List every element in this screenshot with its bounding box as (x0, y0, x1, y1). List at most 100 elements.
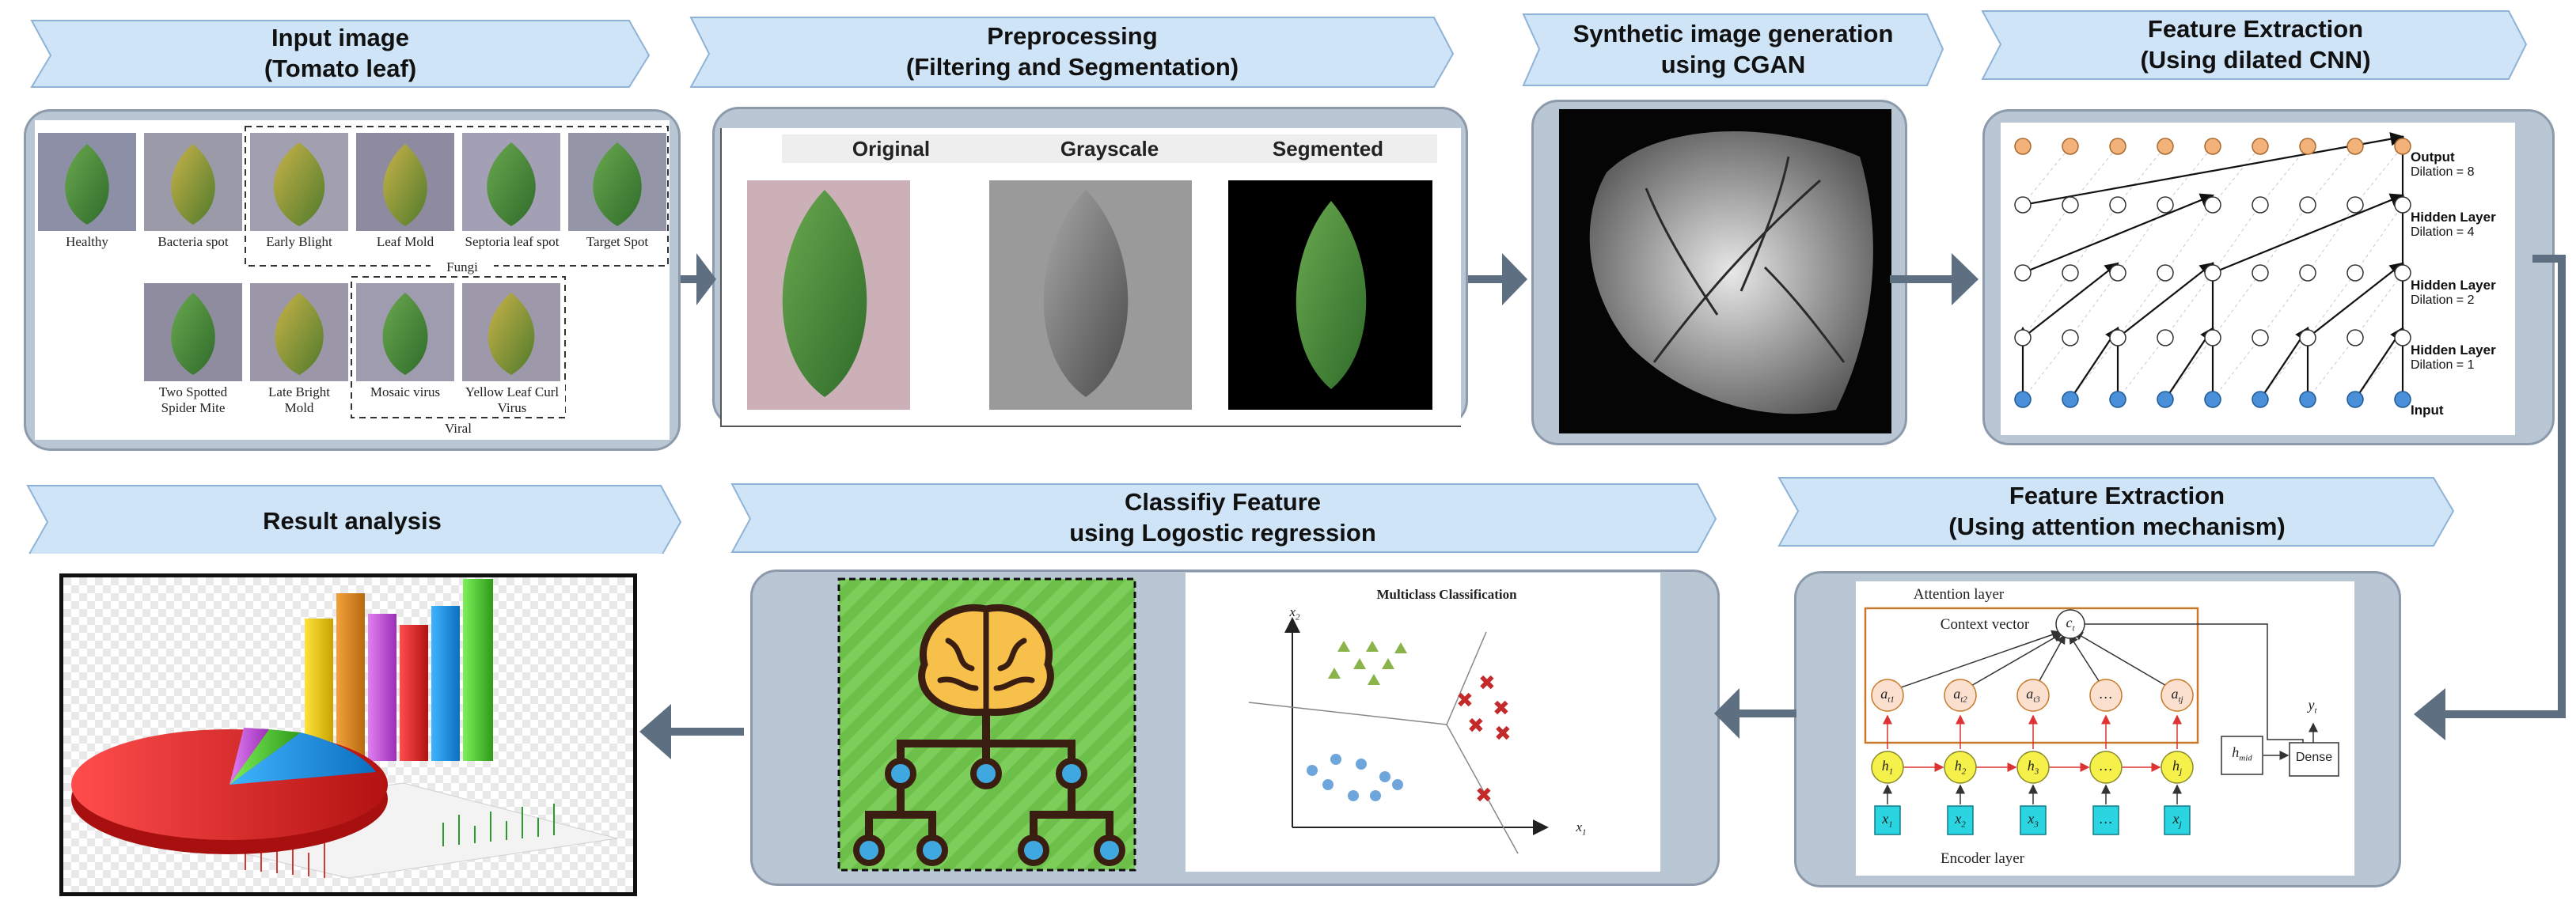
hidden-node (2157, 196, 2174, 214)
col-segmented: Segmented (1219, 134, 1437, 163)
output-node (2062, 138, 2079, 155)
label-mosaic: Mosaic virus (356, 384, 454, 400)
dilation-edge (2022, 132, 2405, 206)
label-two-spotted: Two Spotted Spider Mite (158, 384, 228, 415)
dilated-stage-title: Feature Extraction(Using dilated CNN) (2140, 15, 2371, 74)
hidden-node (2346, 264, 2364, 282)
cgan-image (1559, 109, 1891, 433)
hidden-node (2014, 196, 2032, 214)
input-node (2157, 391, 2174, 408)
input-node (2346, 391, 2364, 408)
col-original: Original (782, 134, 1000, 163)
a-node-label: at1 (1880, 686, 1895, 705)
output-node (2157, 138, 2174, 155)
x-node-label: x3 (2028, 811, 2039, 830)
context-node: ct (2066, 615, 2075, 634)
input-card: Healthy Bacteria spot Early Blight Leaf … (35, 120, 670, 440)
hidden-node (2346, 196, 2364, 214)
svg-text:✖: ✖ (1475, 784, 1493, 808)
svg-text:✖: ✖ (1493, 697, 1510, 721)
output-node (2394, 138, 2411, 155)
output-node (2346, 138, 2364, 155)
attention-layer-label: Attention layer (1913, 586, 2005, 603)
multiclass-scatter: ✖✖✖✖ ✖✖ (1248, 617, 1549, 854)
tree-brain-icon (837, 577, 1136, 872)
label-early-blight: Early Blight (266, 234, 332, 249)
h-node-label: hj (2172, 758, 2183, 777)
h-node-label: … (2099, 758, 2112, 774)
a-node-label: atj (2171, 686, 2183, 705)
hidden-node (2157, 264, 2174, 282)
label-yellow-leaf: Yellow Leaf Curl Virus (459, 384, 565, 416)
hidden-node (2109, 264, 2126, 282)
hidden-node (2299, 264, 2316, 282)
x-node-label: x1 (1882, 811, 1893, 830)
x-node-label: xj (2172, 811, 2182, 830)
preprocessing-stage-title: Preprocessing(Filtering and Segmentation… (905, 22, 1239, 81)
dilation-edge (2022, 193, 2215, 274)
layer-name-input: Input (2411, 403, 2444, 418)
preprocess-card: Original Grayscale Segmented (720, 128, 1461, 427)
attention-diagram (1864, 607, 2339, 835)
layer-dilation-hidden-2: Dilation = 2 (2411, 293, 2475, 307)
output-node (2299, 138, 2316, 155)
label-bacteria-spot: Bacteria spot (157, 234, 229, 249)
label-late-bright: Late Bright Mold (268, 384, 330, 415)
hidden-node (2299, 329, 2316, 346)
output-node (2014, 138, 2032, 155)
banner-shapes (26, 10, 2528, 554)
hidden-node (2062, 329, 2079, 346)
plot-title: Multiclass Classification (1376, 587, 1517, 602)
output-node (2204, 138, 2221, 155)
layer-name-hidden-2: Hidden Layer (2411, 278, 2496, 293)
dilation-edge (2022, 262, 2119, 339)
hidden-node (2394, 264, 2411, 282)
input-node (2204, 391, 2221, 408)
label-septoria: Septoria leaf spot (465, 234, 560, 249)
x-node-label: x2 (1955, 811, 1966, 830)
svg-text:✖: ✖ (1478, 672, 1496, 695)
label-target-spot: Target Spot (586, 234, 649, 249)
hidden-node (2394, 329, 2411, 346)
hidden-node (2204, 196, 2221, 214)
col-grayscale: Grayscale (1000, 134, 1219, 163)
attention-stage-title: Feature Extraction(Using attention mecha… (1948, 482, 2286, 540)
h-node-label: h3 (2027, 758, 2039, 777)
plot-y-label: x2 (1289, 604, 1300, 623)
hidden-node (2014, 329, 2032, 346)
hidden-node (2109, 329, 2126, 346)
dilation-edge (2307, 262, 2404, 339)
a-node-label: … (2099, 686, 2112, 702)
h-node-label: h1 (1881, 758, 1894, 777)
hidden-node (2299, 196, 2316, 214)
hidden-node (2346, 329, 2364, 346)
dilation-edge (2117, 262, 2214, 339)
input-node (2252, 391, 2269, 408)
input-stage-title: Input image(Tomato leaf) (264, 24, 417, 82)
dilated-network (2014, 132, 2411, 408)
x-node-label: … (2099, 811, 2112, 827)
a-node-label: at2 (1953, 686, 1967, 705)
label-leaf-mold: Leaf Mold (376, 234, 434, 249)
dilation-edge (2212, 193, 2405, 274)
input-node (2062, 391, 2079, 408)
layer-name-hidden-1: Hidden Layer (2411, 342, 2496, 358)
layer-dilation-hidden-1: Dilation = 1 (2411, 358, 2475, 372)
multiclass-plot: ✖✖✖✖ ✖✖ Multiclass Classification x2 x1 (1186, 573, 1660, 872)
output-node (2109, 138, 2126, 155)
label-viral: Viral (445, 421, 472, 436)
layer-dilation-output: Dilation = 8 (2411, 165, 2475, 179)
hidden-node (2204, 329, 2221, 346)
hidden-node (2014, 264, 2032, 282)
plot-x-label: x1 (1576, 819, 1587, 838)
context-vector-label: Context vector (1940, 616, 2030, 633)
layer-name-output: Output (2411, 149, 2455, 165)
input-node (2014, 391, 2032, 408)
hidden-node (2157, 329, 2174, 346)
label-fungi: Fungi (431, 259, 494, 275)
leaf-thumbnails (38, 126, 669, 418)
dense-node: Dense (2295, 751, 2333, 764)
label-healthy: Healthy (66, 234, 108, 249)
layer-name-hidden-4: Hidden Layer (2411, 210, 2496, 225)
